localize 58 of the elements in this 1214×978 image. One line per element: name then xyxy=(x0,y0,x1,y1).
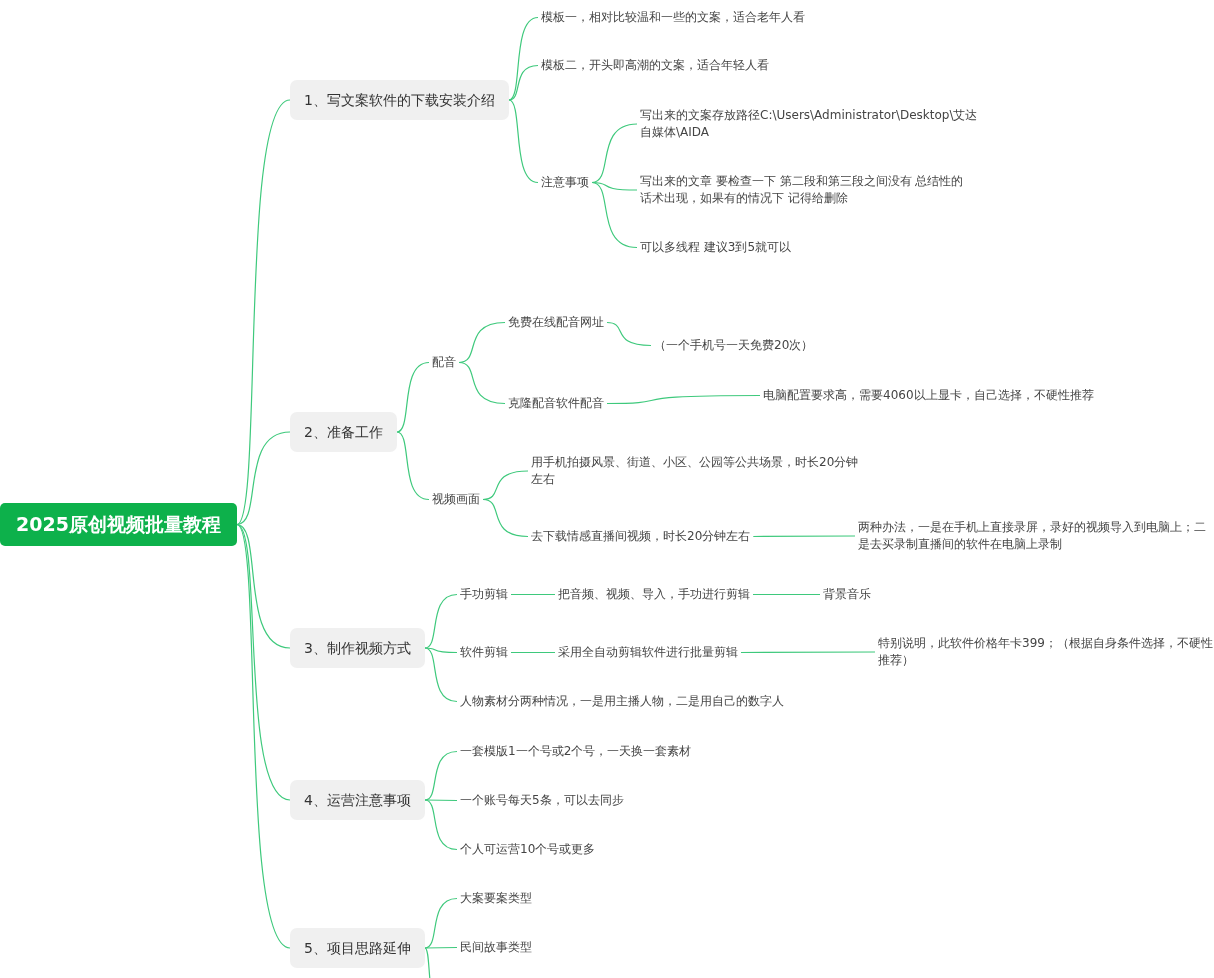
branch-line xyxy=(482,498,529,538)
topic-box: 1、写文案软件的下载安装介绍 xyxy=(290,80,509,120)
branch-line xyxy=(424,799,458,851)
subtopic-text: 软件剪辑 xyxy=(457,644,511,661)
subtopic-text: 视频画面 xyxy=(429,491,483,508)
subtopic-text: 写出来的文案存放路径C:\Users\Administrator\Desktop\艾达自媒体\AIDA xyxy=(637,107,988,141)
topic-box: 4、运营注意事项 xyxy=(290,780,425,820)
branch-line xyxy=(236,431,291,526)
subtopic-text: 电脑配置要求高，需要4060以上显卡，自己选择，不硬性推荐 xyxy=(760,387,1097,404)
branch-line xyxy=(424,647,458,654)
subtopic-text: 去下载情感直播间视频，时长20分钟左右 xyxy=(528,528,754,545)
branch-line xyxy=(510,593,556,596)
subtopic-text: 克隆配音软件配音 xyxy=(505,395,607,412)
branch-line xyxy=(236,523,291,949)
subtopic-text: 大案要案类型 xyxy=(457,890,535,907)
subtopic-text: 个人可运营10个号或更多 xyxy=(457,841,599,858)
subtopic-text: 民间故事类型 xyxy=(457,939,535,956)
branch-line xyxy=(424,946,458,949)
subtopic-text: （一个手机号一天免费20次） xyxy=(651,337,817,354)
subtopic-text: 采用全自动剪辑软件进行批量剪辑 xyxy=(555,644,741,661)
branch-line xyxy=(424,647,458,703)
subtopic-text: 用手机拍摄风景、街道、小区、公园等公共场景，时长20分钟左右 xyxy=(528,454,869,488)
branch-line xyxy=(508,64,539,101)
subtopic-text: 模板二，开头即高潮的文案，适合年轻人看 xyxy=(538,57,772,74)
root-topic-box: 2025原创视频批量教程 xyxy=(0,503,237,546)
branch-line xyxy=(606,394,761,405)
subtopic-text: 两种办法，一是在手机上直接录屏，录好的视频导入到电脑上；二是去买录制直播间的软件在电脑上录制 xyxy=(855,519,1214,553)
subtopic-text: 模板一，相对比较温和一些的文案，适合老年人看 xyxy=(538,9,808,26)
subtopic-text: 免费在线配音网址 xyxy=(505,314,607,331)
branch-line xyxy=(752,593,821,596)
subtopic-text: 写出来的文章 要检查一下 第二段和第三段之间没有 总结性的话术出现，如果有的情况下 记得给删除 xyxy=(637,173,978,207)
branch-line xyxy=(606,321,652,347)
subtopic-text: 一套模版1一个号或2个号，一天换一套素材 xyxy=(457,743,695,760)
branch-line xyxy=(424,799,458,802)
branch-line xyxy=(591,181,638,249)
subtopic-text: 可以多线程 建议3到5就可以 xyxy=(637,239,795,256)
subtopic-text: 手功剪辑 xyxy=(457,586,511,603)
branch-line xyxy=(458,361,506,405)
topic-box: 2、准备工作 xyxy=(290,412,397,452)
branch-line xyxy=(236,99,291,526)
topic-box: 3、制作视频方式 xyxy=(290,628,425,668)
subtopic-text: 把音频、视频、导入，手功进行剪辑 xyxy=(555,586,753,603)
subtopic-text: 配音 xyxy=(429,354,459,371)
branch-line xyxy=(236,523,291,649)
subtopic-text: 特别说明，此软件价格年卡399；（根据自身条件选择，不硬性推荐） xyxy=(875,635,1214,669)
topic-box: 5、项目思路延伸 xyxy=(290,928,425,968)
branch-line xyxy=(508,16,539,101)
subtopic-text: 一个账号每天5条，可以去同步 xyxy=(457,792,627,809)
branch-line xyxy=(591,123,638,184)
subtopic-text: 背景音乐 xyxy=(820,586,874,603)
subtopic-text: 人物素材分两种情况，一是用主播人物，二是用自己的数字人 xyxy=(457,693,787,710)
branch-line xyxy=(752,535,856,538)
branch-line xyxy=(396,361,430,433)
branch-line xyxy=(510,651,556,654)
subtopic-text: 注意事项 xyxy=(538,174,592,191)
branch-line xyxy=(396,431,430,501)
branch-line xyxy=(508,99,539,184)
branch-line xyxy=(740,651,876,654)
